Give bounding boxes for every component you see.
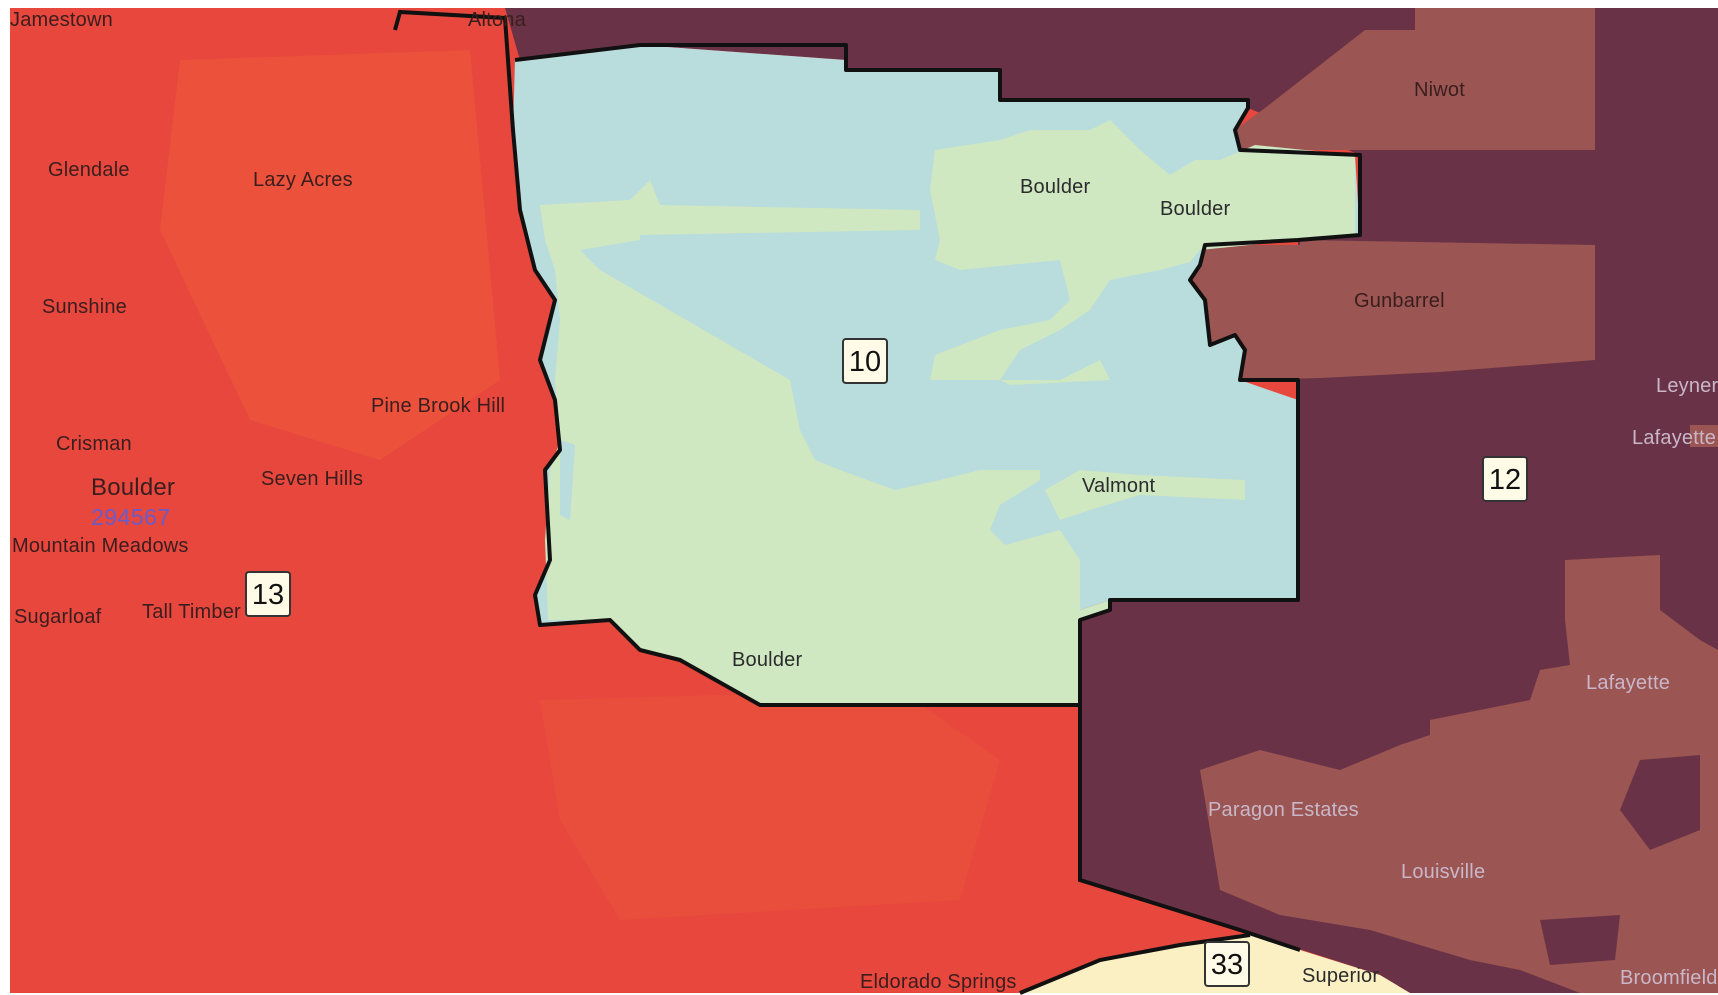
district-badge-13[interactable]: 13 bbox=[245, 571, 291, 617]
place-label-broomfield: Broomfield bbox=[1620, 967, 1718, 989]
place-label-jamestown: Jamestown bbox=[10, 9, 113, 31]
boulder-city-area bbox=[540, 180, 1110, 705]
place-label-louisville: Louisville bbox=[1401, 861, 1486, 883]
district-13-tint bbox=[540, 690, 1000, 920]
district-12-inset bbox=[1620, 755, 1700, 850]
district-12-13-border bbox=[1078, 705, 1301, 952]
district-10-border bbox=[503, 17, 1362, 707]
place-label-leyner: Leyner bbox=[1656, 375, 1718, 397]
district-badge-33[interactable]: 33 bbox=[1204, 941, 1250, 987]
boulder-county-population: 294567 bbox=[91, 504, 171, 530]
place-label-niwot: Niwot bbox=[1414, 79, 1466, 101]
place-label-seven-hills: Seven Hills bbox=[261, 468, 364, 490]
niwot-area bbox=[1235, 8, 1595, 150]
place-label-valmont: Valmont bbox=[1082, 475, 1156, 497]
place-label-paragon-estates: Paragon Estates bbox=[1208, 799, 1359, 821]
district-33-border bbox=[1019, 933, 1251, 995]
place-label-boulder-north: Boulder bbox=[1020, 176, 1091, 198]
place-label-lazy-acres: Lazy Acres bbox=[253, 169, 353, 191]
district-badge-12[interactable]: 12 bbox=[1482, 456, 1528, 502]
place-label-boulder-south: Boulder bbox=[732, 649, 803, 671]
place-label-lafayette: Lafayette bbox=[1586, 672, 1671, 694]
district-badge-10[interactable]: 10 bbox=[842, 338, 888, 384]
place-label-altona: Altona bbox=[468, 9, 526, 31]
top-left-border bbox=[393, 9, 506, 31]
boulder-north-area bbox=[930, 120, 1355, 385]
place-label-boulder-northeast: Boulder bbox=[1160, 198, 1231, 220]
place-label-sugarloaf: Sugarloaf bbox=[14, 606, 102, 628]
place-label-boulder-county: Boulder bbox=[91, 474, 176, 501]
louisville-lafayette-area bbox=[1200, 555, 1718, 993]
district-10-inlet bbox=[560, 440, 575, 520]
place-label-mountain-meadows: Mountain Meadows bbox=[12, 535, 189, 557]
lafayette-east-area bbox=[1690, 425, 1718, 447]
place-label-crisman: Crisman bbox=[56, 433, 132, 455]
district-10-inlet bbox=[815, 380, 875, 460]
place-label-glendale: Glendale bbox=[48, 159, 130, 181]
valmont-area bbox=[1045, 470, 1245, 520]
place-label-eldorado-springs: Eldorado Springs bbox=[860, 971, 1017, 993]
place-label-tall-timber: Tall Timber bbox=[142, 601, 241, 623]
district-13-tint bbox=[160, 50, 500, 460]
district-12-inset bbox=[1540, 915, 1620, 965]
place-label-sunshine: Sunshine bbox=[42, 296, 127, 318]
place-label-pine-brook-hill: Pine Brook Hill bbox=[371, 395, 506, 417]
place-label-superior: Superior bbox=[1302, 965, 1380, 987]
place-label-lafayette-east: Lafayette bbox=[1632, 427, 1717, 449]
gunbarrel-area bbox=[1190, 240, 1595, 380]
place-label-gunbarrel: Gunbarrel bbox=[1354, 290, 1445, 312]
